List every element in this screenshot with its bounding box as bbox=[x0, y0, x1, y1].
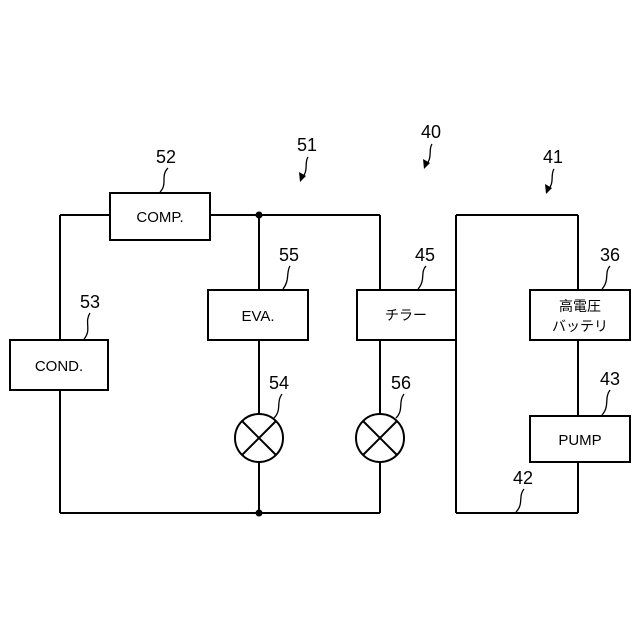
leader-45 bbox=[418, 266, 426, 289]
junction-dot-bottom bbox=[256, 510, 263, 517]
cond-label: COND. bbox=[35, 358, 83, 375]
ref-41: 41 bbox=[543, 147, 563, 167]
comp-box: COMP. bbox=[110, 193, 210, 240]
leader-36 bbox=[602, 266, 610, 289]
ref-40: 40 bbox=[421, 122, 441, 142]
battery-label-line2: バッテリ bbox=[552, 319, 608, 335]
cond-box: COND. bbox=[10, 340, 108, 390]
ref-42: 42 bbox=[513, 468, 533, 488]
ref-52: 52 bbox=[156, 147, 176, 167]
ref-54: 54 bbox=[269, 373, 289, 393]
eva-label: EVA. bbox=[241, 308, 274, 325]
expansion-valve-56-icon bbox=[356, 414, 404, 462]
ref-36: 36 bbox=[600, 245, 620, 265]
ref-43: 43 bbox=[600, 369, 620, 389]
leader-52 bbox=[160, 168, 168, 192]
ref-55: 55 bbox=[279, 245, 299, 265]
leader-54 bbox=[274, 394, 282, 418]
eva-box: EVA. bbox=[208, 290, 308, 340]
pump-box: PUMP bbox=[530, 416, 630, 462]
chiller-box: チラー bbox=[357, 290, 456, 340]
leader-55 bbox=[283, 266, 290, 289]
battery-label-line1: 高電圧 bbox=[559, 298, 601, 315]
leader-53 bbox=[84, 313, 90, 339]
pump-label: PUMP bbox=[558, 432, 601, 449]
leader-43 bbox=[602, 390, 610, 415]
leader-56 bbox=[396, 394, 404, 418]
battery-box: 高電圧 バッテリ bbox=[530, 290, 630, 340]
leader-42 bbox=[516, 489, 524, 512]
ref-51: 51 bbox=[297, 135, 317, 155]
chiller-label: チラー bbox=[385, 308, 427, 324]
expansion-valve-54-icon bbox=[235, 414, 283, 462]
junction-dot-top bbox=[256, 212, 263, 219]
ref-56: 56 bbox=[391, 373, 411, 393]
comp-label: COMP. bbox=[136, 209, 183, 226]
ref-45: 45 bbox=[415, 245, 435, 265]
ref-53: 53 bbox=[80, 292, 100, 312]
